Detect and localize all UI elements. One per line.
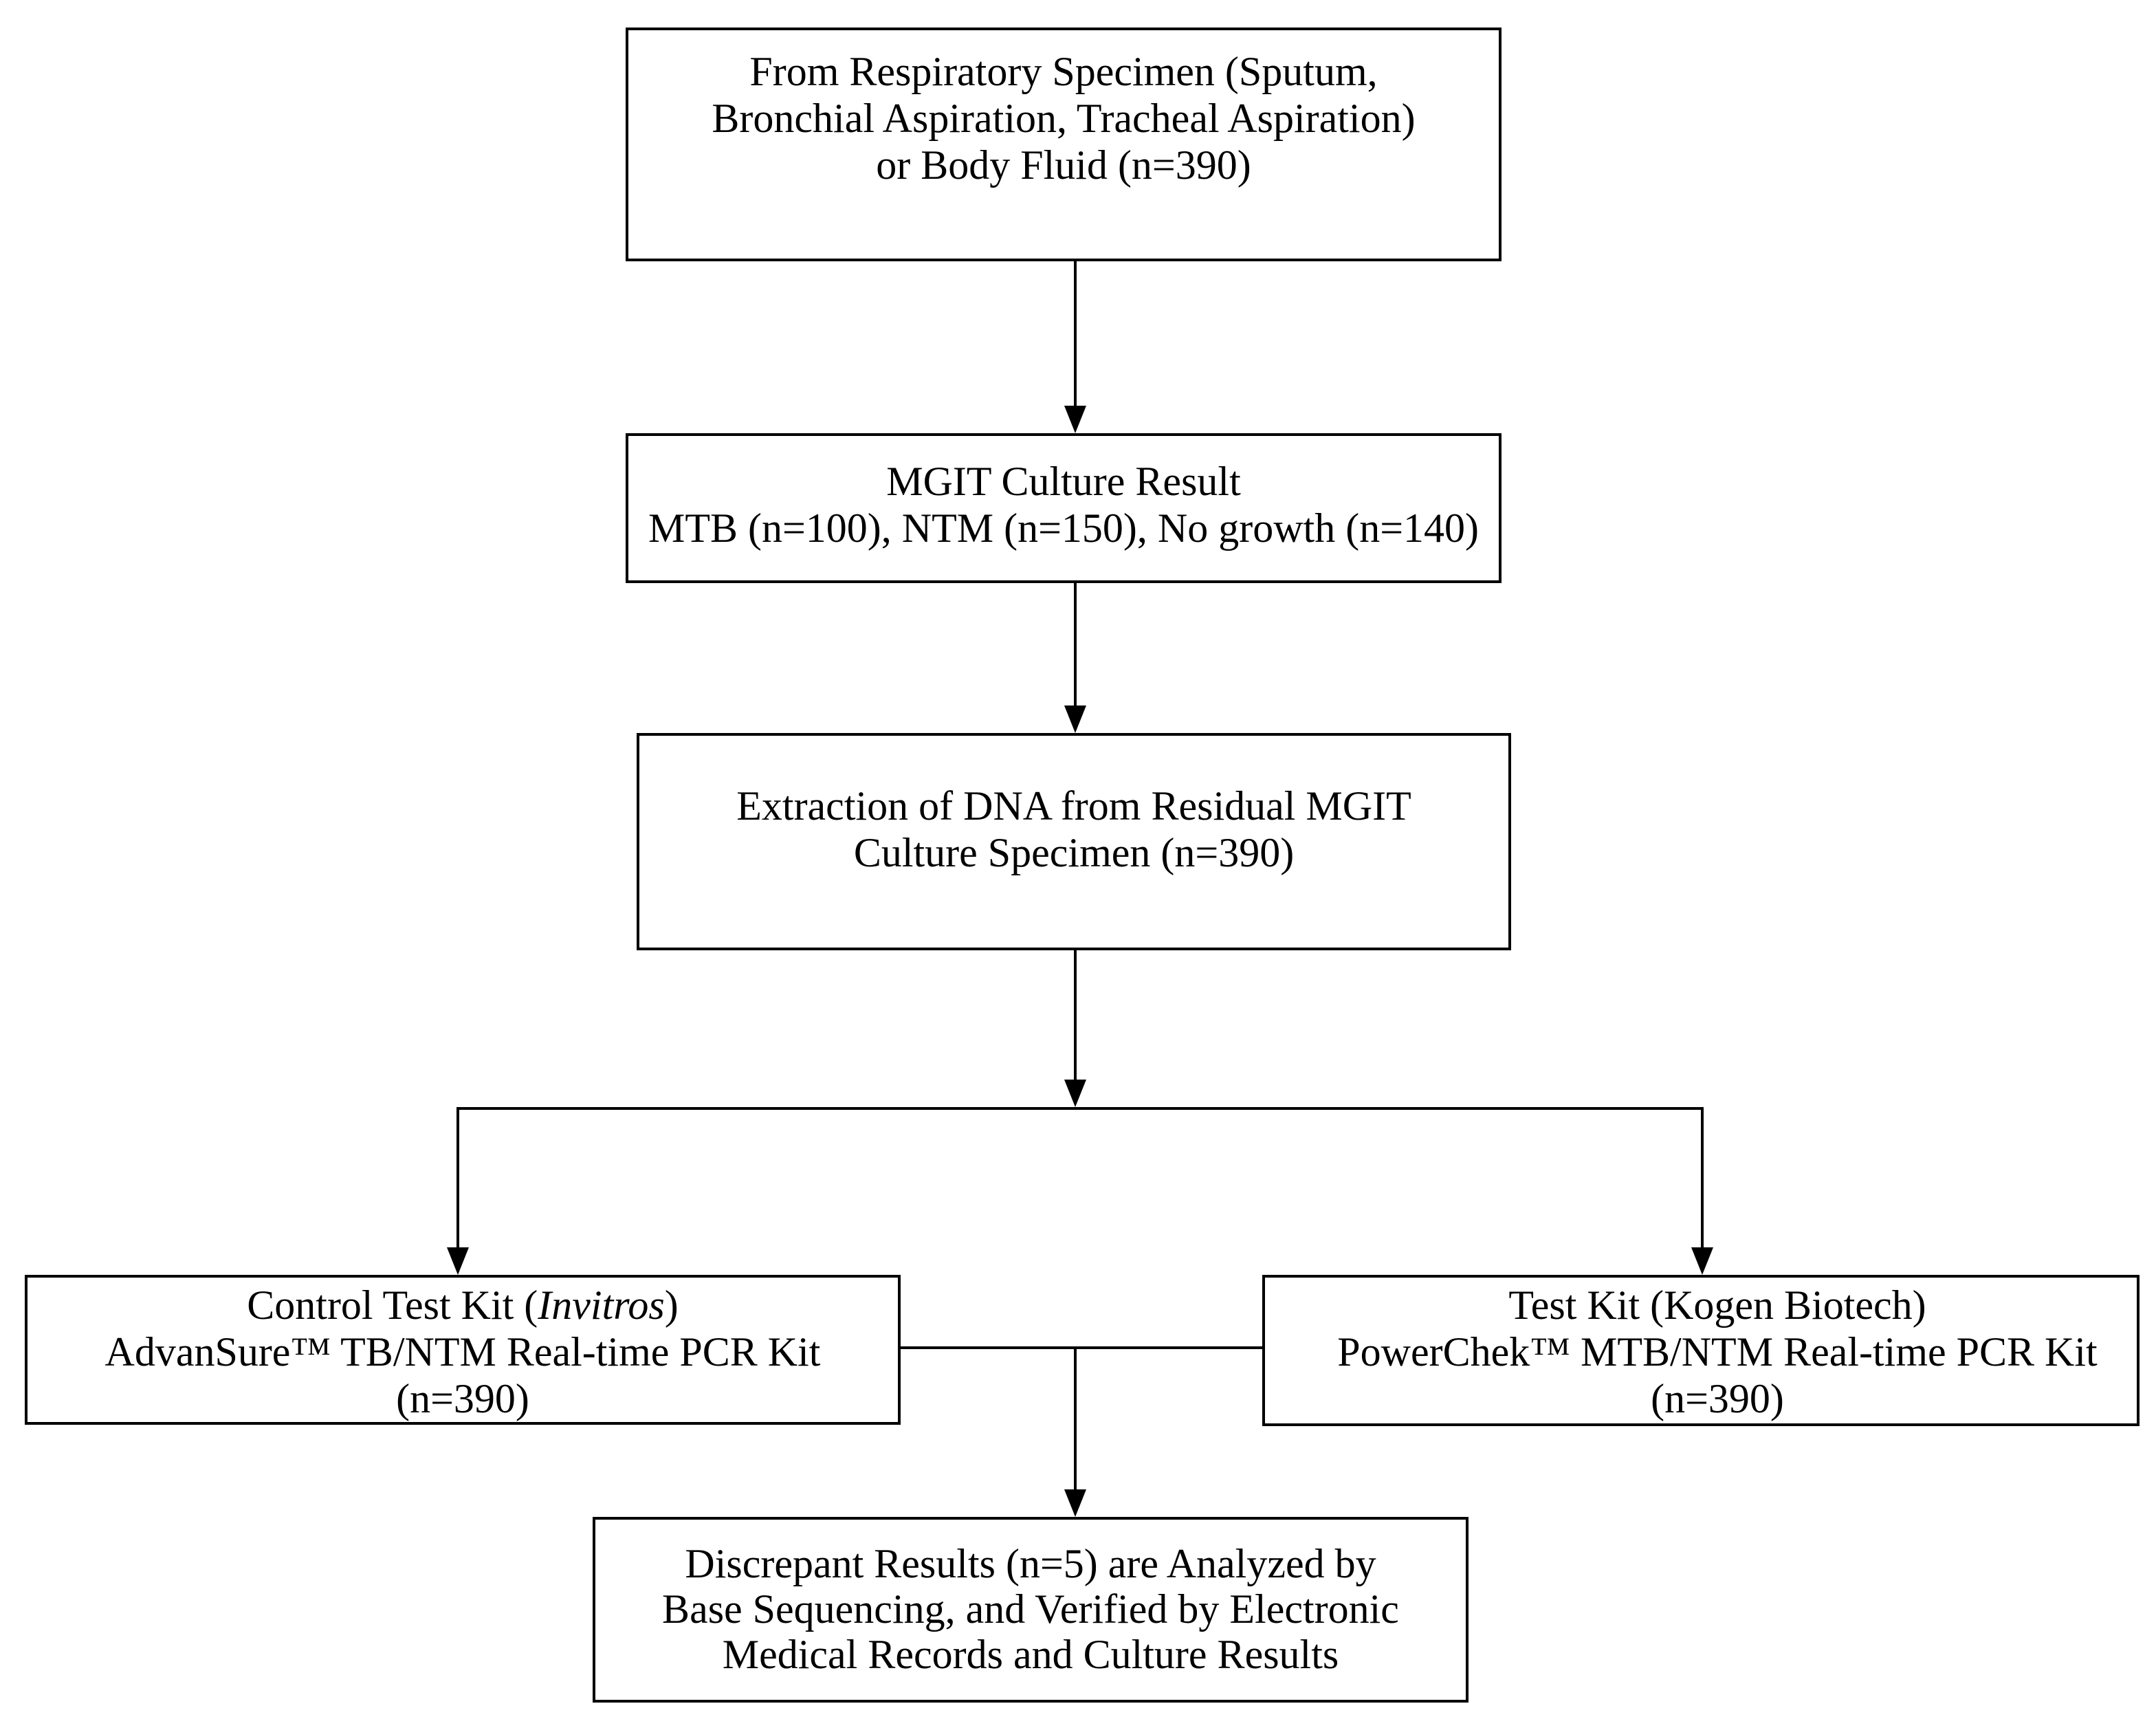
specimen-line-3: or Body Fluid (n=390) — [876, 142, 1251, 188]
test-kit-line-3: (n=390) — [1651, 1376, 1784, 1421]
dna-extraction-box: Extraction of DNA from Residual MGIT Cul… — [637, 733, 1511, 950]
arrow-split-to-control-kit — [447, 1107, 469, 1275]
culture-line-2: MTB (n=100), NTM (n=150), No growth (n=1… — [648, 505, 1480, 551]
arrow-specimen-to-culture — [1064, 261, 1086, 433]
arrow-kits-to-discrepant — [1064, 1346, 1086, 1517]
arrow-culture-to-extraction — [1064, 583, 1086, 733]
extraction-line-1: Extraction of DNA from Residual MGIT — [736, 783, 1411, 829]
culture-line-1: MGIT Culture Result — [886, 459, 1241, 504]
control-kit-line-3: (n=390) — [396, 1376, 529, 1421]
control-kit-line-1-prefix: Control Test Kit ( — [247, 1282, 538, 1328]
culture-result-box: MGIT Culture Result MTB (n=100), NTM (n=… — [626, 433, 1502, 583]
arrow-extraction-to-split — [1064, 950, 1086, 1107]
discrepant-line-1: Discrepant Results (n=5) are Analyzed by — [685, 1541, 1376, 1586]
control-kit-line-2: AdvanSure™ TB/NTM Real-time PCR Kit — [104, 1329, 821, 1375]
specimen-line-1: From Respiratory Specimen (Sputum, — [749, 49, 1378, 94]
extraction-line-2: Culture Specimen (n=390) — [853, 830, 1295, 875]
test-kit-line-2: PowerChek™ MTB/NTM Real-time PCR Kit — [1337, 1329, 2098, 1375]
control-kit-manufacturer: Invitros — [538, 1282, 665, 1328]
control-test-kit-box: Control Test Kit (Invitros) AdvanSure™ T… — [25, 1275, 901, 1425]
control-kit-line-1: Control Test Kit (Invitros) — [28, 1282, 898, 1328]
specimen-line-2: Bronchial Aspiration, Tracheal Aspiratio… — [712, 96, 1416, 141]
specimen-box: From Respiratory Specimen (Sputum, Bronc… — [626, 28, 1502, 261]
discrepant-line-2: Base Sequencing, and Verified by Electro… — [662, 1586, 1399, 1632]
discrepant-results-box: Discrepant Results (n=5) are Analyzed by… — [593, 1517, 1468, 1703]
test-kit-box: Test Kit (Kogen Biotech) PowerChek™ MTB/… — [1262, 1275, 2140, 1426]
test-kit-line-1: Test Kit (Kogen Biotech) — [1508, 1282, 1926, 1328]
control-kit-line-1-suffix: ) — [664, 1282, 679, 1328]
discrepant-line-3: Medical Records and Culture Results — [722, 1632, 1339, 1677]
arrow-split-to-test-kit — [1691, 1107, 1713, 1275]
